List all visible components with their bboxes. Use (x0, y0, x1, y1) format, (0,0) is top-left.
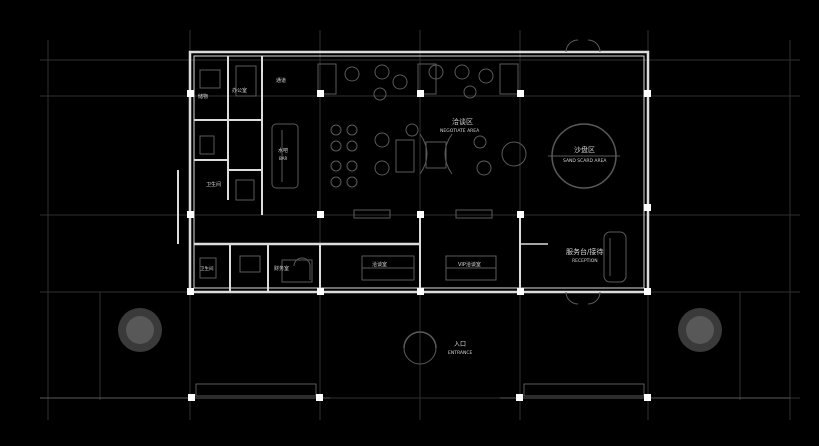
finance-label: 财务室 (274, 265, 289, 272)
reception-label-en: RECEPTION (572, 258, 598, 264)
negotiate-label-zh: 洽谈区 (452, 117, 473, 126)
terrace (40, 383, 790, 399)
meeting-label: 洽谈室 (372, 261, 387, 268)
entrance-label-zh: 入口 (454, 341, 466, 348)
bar-counter (271, 123, 299, 189)
mid-partitions (353, 209, 548, 292)
reception-desk (603, 231, 627, 283)
sand-table (548, 123, 620, 189)
reception-label-zh: 服务台/接待 (566, 247, 603, 256)
corridor-label: 通道 (276, 77, 286, 84)
sand-label-zh: 沙盘区 (574, 145, 595, 154)
landscape-trees (118, 308, 722, 352)
wc-label: 卫生间 (206, 181, 221, 188)
entrance-label-en: ENTRANCE (448, 350, 472, 356)
columns (187, 90, 651, 401)
meeting-rooms (361, 255, 497, 281)
sand-label-en: SAND SCARD AREA (563, 158, 607, 164)
negotiate-tables (330, 123, 527, 188)
lounge-seating (317, 63, 519, 101)
bar-label-en: BAR (279, 156, 287, 161)
storage-label: 储物 (198, 93, 208, 100)
service-rooms (194, 56, 420, 292)
wc2-label: 卫生间 (200, 265, 214, 272)
negotiate-label-en: NEGOTIATE AREA (440, 128, 480, 134)
bar-label-zh: 水吧 (278, 147, 288, 154)
office-label: 办公室 (232, 87, 247, 94)
vip-label: VIP洽谈室 (458, 261, 481, 268)
entrance (403, 39, 601, 365)
